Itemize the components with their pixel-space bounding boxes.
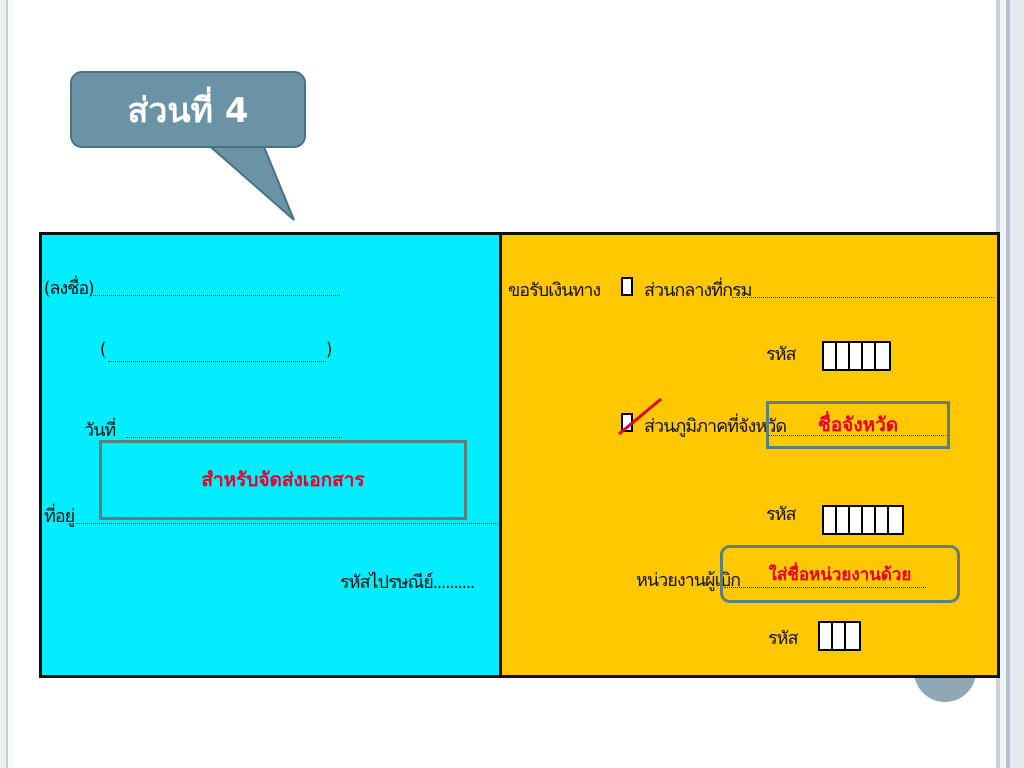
date-line[interactable] (126, 437, 342, 438)
signature-label: (ลงชื่อ) (44, 278, 94, 299)
section-title: ส่วนที่ 4 (127, 90, 249, 131)
name-close-paren: ) (326, 339, 332, 360)
callout-joint (207, 137, 261, 143)
code-label-2: รหัส (766, 504, 797, 525)
province-overlay-box: ชื่อจังหวัด (766, 401, 950, 449)
receive-via-label: ขอรับเงินทาง (508, 280, 601, 301)
regional-option-label: ส่วนภูมิภาคที่จังหวัด (644, 416, 787, 437)
payment-panel: ขอรับเงินทาง ส่วนกลางที่กรม รหัส ส่วนภูม… (502, 235, 997, 675)
disbursing-unit-label: หน่วยงานผู้เบิก (636, 570, 741, 591)
unit-overlay-text: ใส่ชื่อหน่วยงานด้วย (768, 564, 912, 585)
name-line[interactable] (108, 361, 326, 362)
address-line[interactable] (76, 523, 498, 524)
code-label-3: รหัส (768, 628, 799, 649)
code-boxes-2[interactable] (822, 505, 904, 535)
date-label: วันที่ (84, 420, 116, 441)
name-open-paren: ( (100, 339, 106, 360)
unit-overlay-box: ใส่ชื่อหน่วยงานด้วย (720, 545, 960, 603)
central-option-label: ส่วนกลางที่กรม (644, 280, 753, 301)
regional-line[interactable] (768, 435, 948, 436)
central-checkbox[interactable] (621, 277, 633, 296)
delivery-overlay-box: สำหรับจัดส่งเอกสาร (99, 440, 467, 520)
postal-code-label: รหัสไปรษณีย์.......... (340, 572, 475, 593)
section-callout: ส่วนที่ 4 (70, 71, 306, 148)
slide-frame-left (0, 0, 14, 768)
payment-form: (ลงชื่อ) ( ) วันที่ ที่อยู่ รหัสไปรษณีย์… (39, 232, 1000, 678)
delivery-overlay-text: สำหรับจัดส่งเอกสาร (201, 469, 365, 491)
code-boxes-3[interactable] (818, 621, 861, 651)
province-overlay-text: ชื่อจังหวัด (817, 414, 899, 436)
code-label-1: รหัส (766, 344, 797, 365)
sender-panel: (ลงชื่อ) ( ) วันที่ ที่อยู่ รหัสไปรษณีย์… (42, 235, 502, 675)
code-boxes-1[interactable] (822, 341, 891, 371)
central-line[interactable] (732, 297, 994, 298)
disbursing-unit-line[interactable] (724, 587, 926, 588)
regional-checkbox[interactable] (621, 413, 633, 432)
address-label: ที่อยู่ (44, 506, 75, 527)
signature-line[interactable] (90, 295, 340, 296)
